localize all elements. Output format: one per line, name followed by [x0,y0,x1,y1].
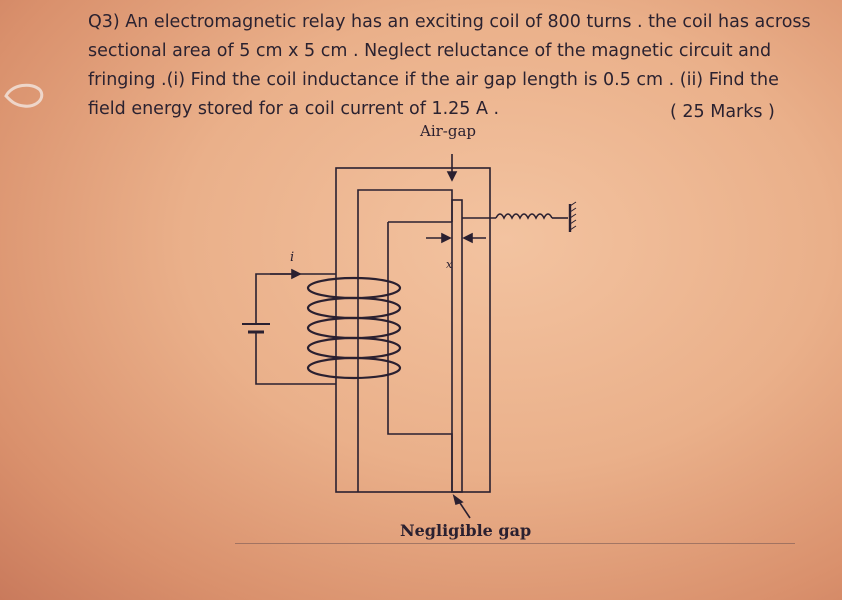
air-gap-arrowhead [446,171,458,182]
core-outer [335,167,491,493]
spring [495,213,553,220]
gap-arrow-left [462,232,473,244]
question-text: Q3) An electromagnetic relay has an exci… [88,8,811,124]
question-line-2: sectional area of 5 cm x 5 cm . Neglect … [88,41,772,61]
air-gap-label: Air-gap [420,122,477,140]
page-rule [235,543,795,544]
displacement-label: x [446,258,453,271]
armature [451,199,463,493]
binder-ring-icon [4,83,44,108]
wire-bottom [255,342,336,385]
core-inner-bottom [387,222,453,492]
negligible-gap-arrow [452,494,464,506]
marks-label: ( 25 Marks ) [670,102,775,122]
negligible-gap-label: Negligible gap [400,521,532,540]
relay-diagram-svg [242,154,577,519]
current-arrow [291,268,302,280]
question-line-1: Q3) An electromagnetic relay has an exci… [88,12,811,32]
relay-diagram [230,118,610,558]
coil [306,276,402,380]
question-line-3: fringing .(i) Find the coil inductance i… [88,70,779,90]
wire-top [255,273,336,314]
core-inner-left [357,189,453,492]
question-line-4: field energy stored for a coil current o… [88,99,500,119]
gap-arrow-right [441,232,452,244]
current-label: i [290,250,295,265]
